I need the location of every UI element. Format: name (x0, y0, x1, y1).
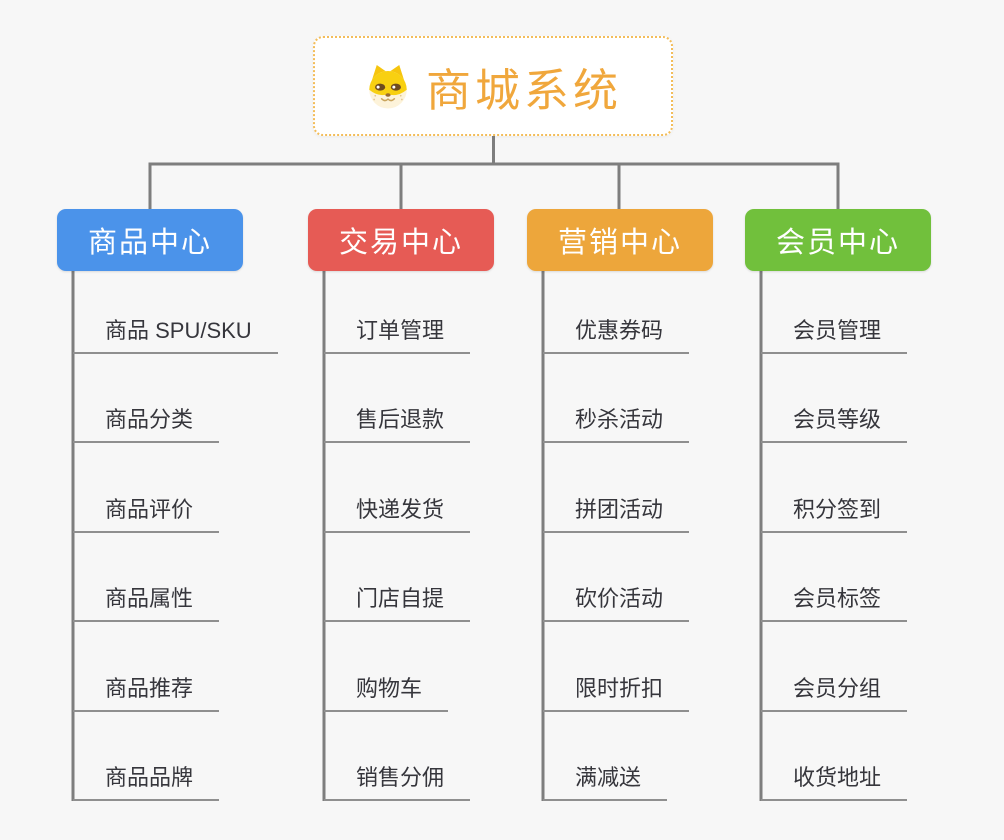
branch-head-trade-center[interactable]: 交易中心 (308, 209, 494, 271)
root-node[interactable]: 商城系统 (313, 36, 673, 136)
leaf-node[interactable]: 积分签到 (761, 491, 908, 533)
leaf-node[interactable]: 商品品牌 (73, 759, 220, 801)
leaf-node[interactable]: 收货地址 (761, 759, 908, 801)
leaf-node[interactable]: 会员管理 (761, 312, 908, 354)
branch-head-product-center[interactable]: 商品中心 (57, 209, 243, 271)
leaf-node[interactable]: 售后退款 (324, 401, 471, 443)
leaf-node[interactable]: 满减送 (543, 759, 668, 801)
leaf-node[interactable]: 商品 SPU/SKU (73, 312, 278, 354)
leaf-node[interactable]: 销售分佣 (324, 759, 471, 801)
leaf-node[interactable]: 商品推荐 (73, 670, 220, 712)
leaf-node[interactable]: 快递发货 (324, 491, 471, 533)
leaf-node[interactable]: 会员等级 (761, 401, 908, 443)
dog-icon (369, 65, 407, 109)
branch-head-member-center[interactable]: 会员中心 (745, 209, 931, 271)
leaf-node[interactable]: 商品属性 (73, 580, 220, 622)
leaf-node[interactable]: 购物车 (324, 670, 449, 712)
branch-head-marketing-center[interactable]: 营销中心 (527, 209, 713, 271)
leaf-node[interactable]: 优惠券码 (543, 312, 690, 354)
leaf-node[interactable]: 门店自提 (324, 580, 471, 622)
leaf-node[interactable]: 订单管理 (324, 312, 471, 354)
leaf-node[interactable]: 会员标签 (761, 580, 908, 622)
leaf-node[interactable]: 商品分类 (73, 401, 220, 443)
leaf-node[interactable]: 拼团活动 (543, 491, 690, 533)
leaf-node[interactable]: 会员分组 (761, 670, 908, 712)
leaf-node[interactable]: 限时折扣 (543, 670, 690, 712)
leaf-node[interactable]: 砍价活动 (543, 580, 690, 622)
root-title: 商城系统 (425, 64, 622, 116)
leaf-node[interactable]: 商品评价 (73, 491, 220, 533)
leaf-node[interactable]: 秒杀活动 (543, 401, 690, 443)
